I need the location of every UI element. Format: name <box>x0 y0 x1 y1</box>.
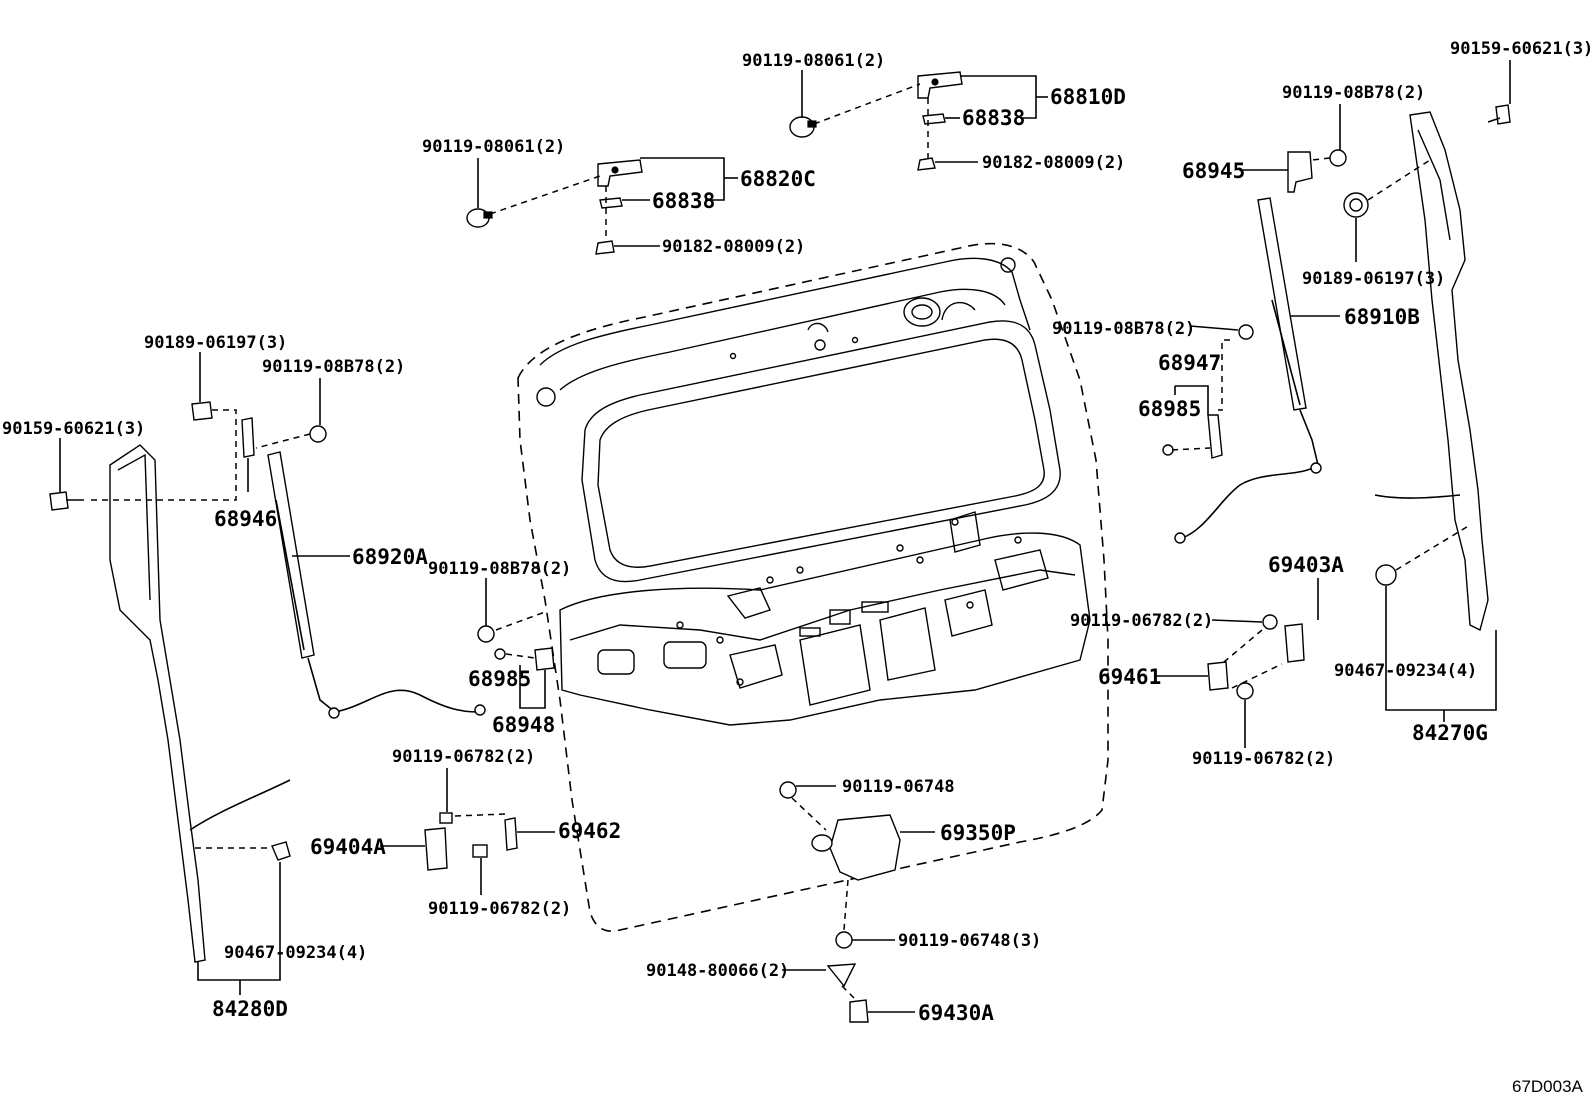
label-68948: 68948 <box>492 713 555 737</box>
label-90119-06748: 90119-06748 <box>842 777 955 797</box>
label-84270G: 84270G <box>1412 721 1488 745</box>
label-90119-08B78-mid-right: 90119-08B78(2) <box>1052 319 1195 339</box>
left-stay-68920A <box>267 451 486 719</box>
label-68910B: 68910B <box>1344 305 1420 329</box>
label-69350P: 69350P <box>940 821 1016 845</box>
label-90189-06197-left: 90189-06197(3) <box>144 333 287 353</box>
label-68946: 68946 <box>214 507 277 531</box>
label-68838-top: 68838 <box>962 106 1025 130</box>
label-90182-08009-top: 90182-08009(2) <box>982 153 1125 173</box>
label-90119-08B78-center: 90119-08B78(2) <box>428 559 571 579</box>
label-84280D: 84280D <box>212 997 288 1021</box>
label-90189-06197-right: 90189-06197(3) <box>1302 269 1445 289</box>
label-90119-08B78-mid-left: 90119-08B78(2) <box>262 357 405 377</box>
label-68985-left: 68985 <box>468 667 531 691</box>
label-69462: 69462 <box>558 819 621 843</box>
label-69430A: 69430A <box>918 1001 994 1025</box>
label-68838-left: 68838 <box>652 189 715 213</box>
hinge-68810D <box>917 71 963 171</box>
label-90119-06782-left-2: 90119-06782(2) <box>428 899 571 919</box>
label-90182-08009-left: 90182-08009(2) <box>662 237 805 257</box>
label-68985-right: 68985 <box>1138 397 1201 421</box>
right-trim-84270G <box>1374 111 1489 632</box>
label-90119-06782-right-2: 90119-06782(2) <box>1192 749 1335 769</box>
right-stay-68910B <box>1174 197 1322 544</box>
label-68810D: 68810D <box>1050 85 1126 109</box>
back-door-panel <box>517 242 1109 932</box>
label-90119-08061-left: 90119-08061(2) <box>422 137 565 157</box>
label-68920A: 68920A <box>352 545 428 569</box>
label-90119-06748-3: 90119-06748(3) <box>898 931 1041 951</box>
label-90159-60621-left: 90159-60621(3) <box>2 419 145 439</box>
hinge-68820C <box>595 159 643 255</box>
label-68945: 68945 <box>1182 159 1245 183</box>
leader-lines <box>59 60 1511 1013</box>
label-69404A: 69404A <box>310 835 386 859</box>
label-90119-08061-top: 90119-08061(2) <box>742 51 885 71</box>
diagram-code: 67D003A <box>1512 1077 1584 1096</box>
label-90119-08B78-top-right: 90119-08B78(2) <box>1282 83 1425 103</box>
part-labels: 90119-08061(2) 68810D 68838 90182-08009(… <box>2 39 1592 1096</box>
left-trim-84280D <box>109 444 291 963</box>
fasteners <box>49 104 1511 1023</box>
label-90467-09234-right: 90467-09234(4) <box>1334 661 1477 681</box>
label-90159-60621-right: 90159-60621(3) <box>1450 39 1592 59</box>
label-68820C: 68820C <box>740 167 816 191</box>
label-90119-06782-right-1: 90119-06782(2) <box>1070 611 1213 631</box>
label-90119-06782-left-1: 90119-06782(2) <box>392 747 535 767</box>
label-69403A: 69403A <box>1268 553 1344 577</box>
label-69461: 69461 <box>1098 665 1161 689</box>
label-90467-09234-left: 90467-09234(4) <box>224 943 367 963</box>
label-90148-80066: 90148-80066(2) <box>646 961 789 981</box>
label-68947: 68947 <box>1158 351 1221 375</box>
